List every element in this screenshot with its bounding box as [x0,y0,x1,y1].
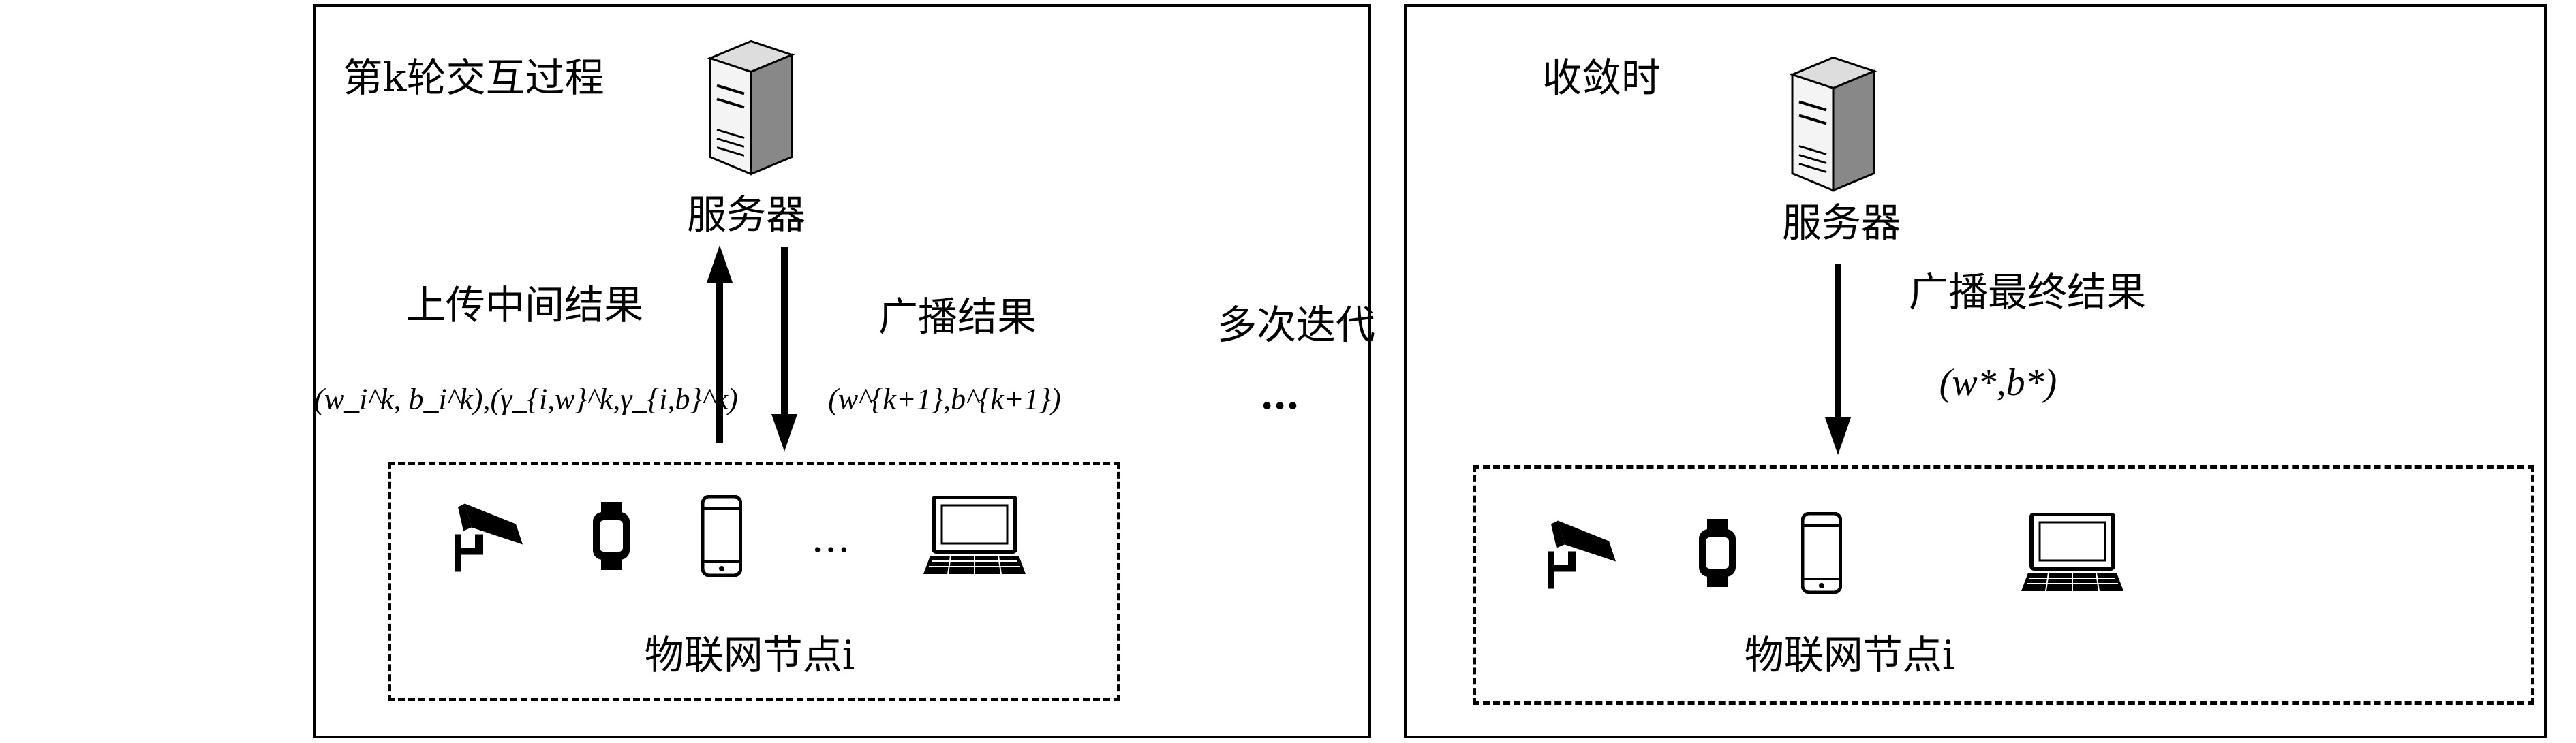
laptop-icon [923,496,1026,576]
device-ellipsis: … [811,515,850,561]
upload-label: 上传中间结果 [405,282,644,328]
iot-nodes-label: 物联网节点i [644,632,855,678]
iot-nodes-group [1473,465,2534,705]
broadcast-arrow [771,247,797,452]
camera-icon [455,503,523,572]
server-icon [1791,56,1875,192]
broadcast-formula: (w^{k+1},b^{k+1}) [828,382,1061,416]
upload-formula: (w_i^k, b_i^k),(γ_{i,w}^k,γ_{i,b}^k) [314,382,738,416]
camera-icon [1548,520,1616,589]
smartwatch-icon [593,502,630,570]
server-label: 服务器 [1781,200,1901,246]
final-broadcast-formula: (w*,b*) [1939,362,2057,404]
smartphone-icon [701,495,742,577]
final-broadcast-label: 广播最终结果 [1908,269,2147,315]
iot-nodes-label: 物联网节点i [1744,632,1955,678]
broadcast-label: 广播结果 [878,294,1037,340]
right-panel-title: 收敛时 [1542,54,1661,101]
left-panel [313,4,1371,738]
left-panel-title: 第k轮交互过程 [343,54,604,101]
smartwatch-icon [1699,519,1736,587]
laptop-icon [2021,513,2123,593]
final-broadcast-arrow [1825,264,1851,455]
iteration-ellipsis: … [1260,372,1300,418]
iteration-label: 多次迭代 [1216,302,1376,348]
iot-nodes-group [388,462,1120,701]
smartphone-icon [1801,512,1842,594]
server-icon [709,39,793,176]
right-panel [1404,4,2547,738]
server-label: 服务器 [686,191,806,238]
upload-arrow [707,245,733,443]
